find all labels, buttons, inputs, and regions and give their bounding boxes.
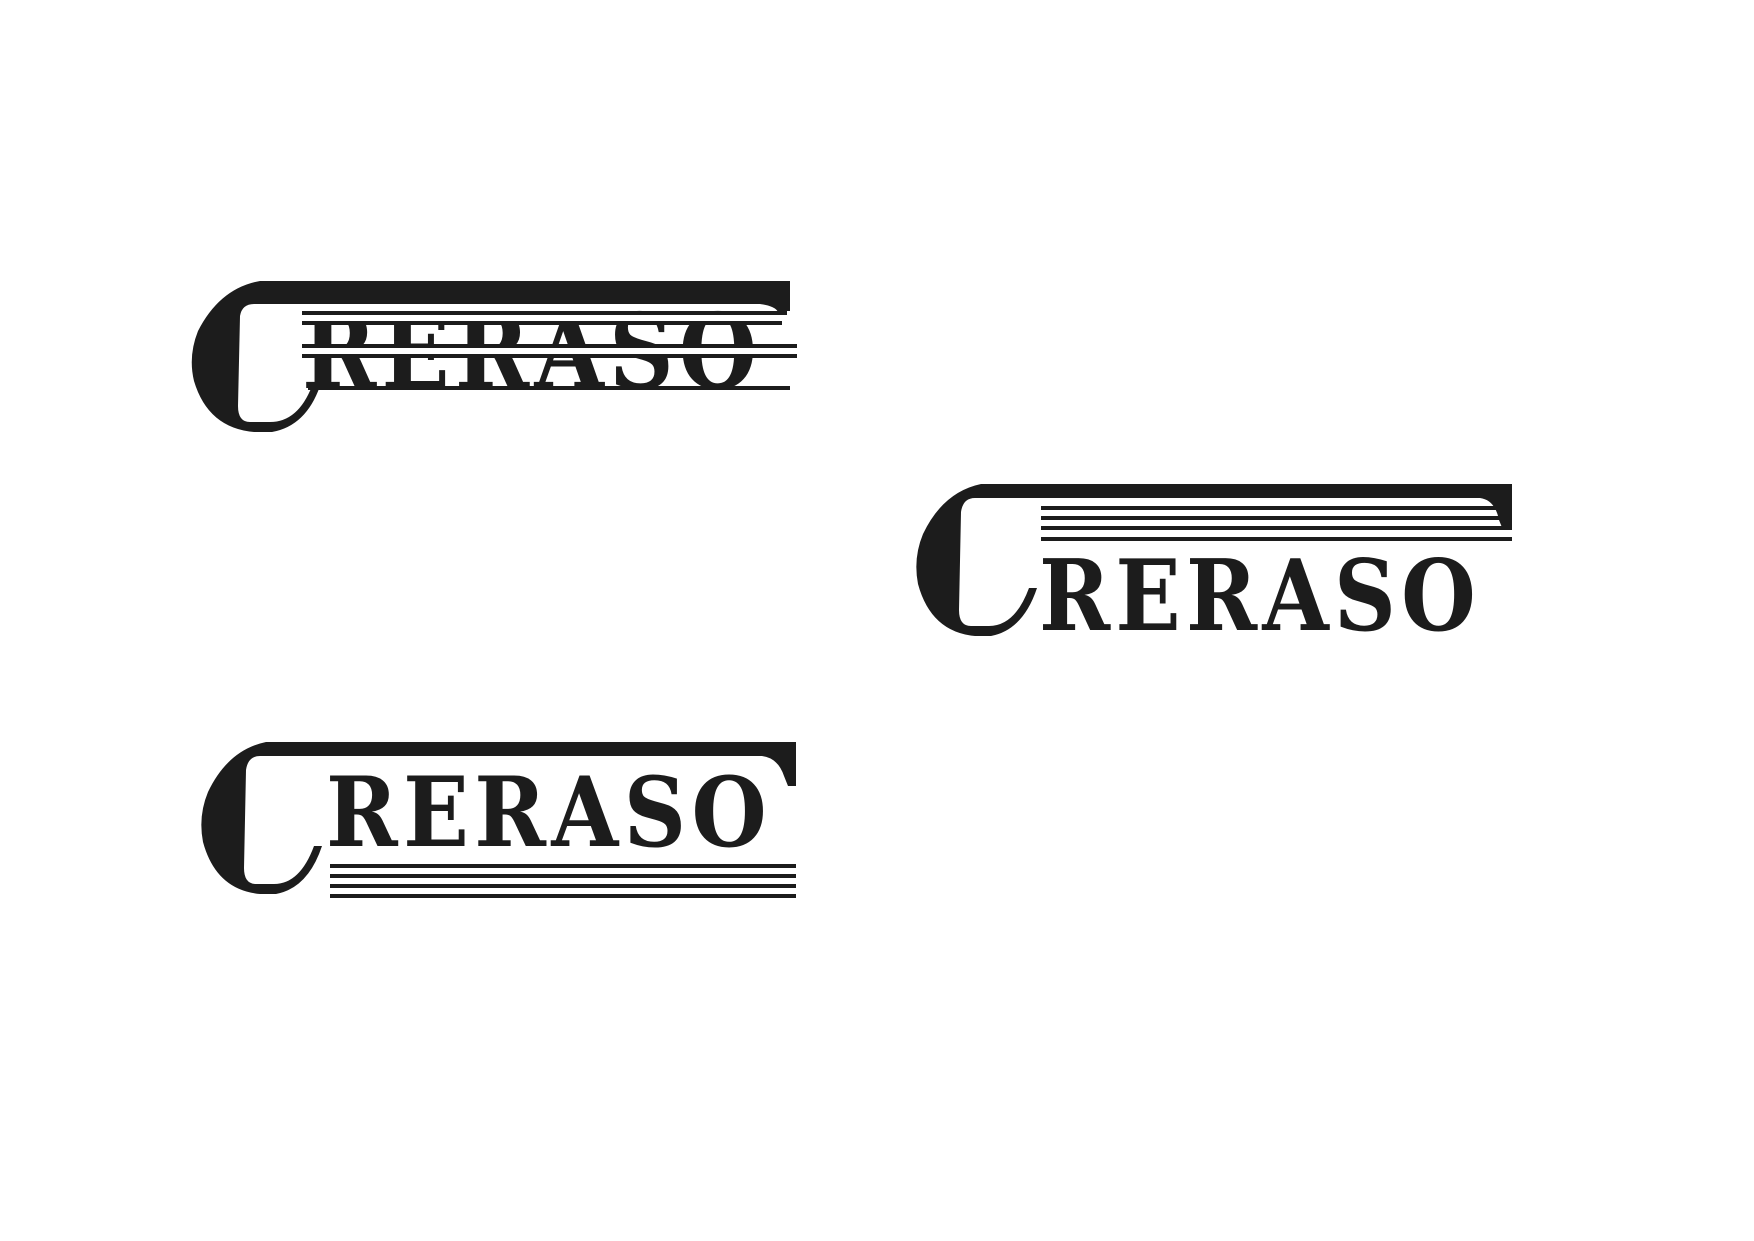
logo-3-line-4 xyxy=(330,894,796,898)
logo-2-line-1 xyxy=(1041,506,1496,510)
logo-1-line-upper-a xyxy=(302,311,787,315)
logo-2-line-4 xyxy=(1041,537,1512,541)
logo-1-line-upper-b xyxy=(302,321,782,325)
logo-2-line-2 xyxy=(1041,516,1501,520)
logo-1-svg: RERASO xyxy=(191,281,797,432)
logo-3-letters: RERASO xyxy=(326,756,772,869)
logo-3-line-3 xyxy=(330,884,796,888)
logo-2-svg: RERASO xyxy=(916,484,1512,654)
logo-1-line-lower-b xyxy=(302,354,797,358)
logo-3-svg: RERASO xyxy=(201,742,797,898)
logo-3-line-1 xyxy=(330,864,796,868)
logo-3-line-2 xyxy=(330,874,796,878)
logo-variant-1: RERASO xyxy=(190,276,800,446)
logo-1-initial-c xyxy=(191,281,790,432)
logo-variant-3: RERASO xyxy=(200,740,800,900)
logo-2-line-3 xyxy=(1041,526,1507,530)
logo-1-line-base xyxy=(308,386,790,390)
logo-variant-2: RERASO xyxy=(915,484,1515,654)
logo-1-line-lower-a xyxy=(302,344,797,348)
logo-2-letters: RERASO xyxy=(1039,539,1481,654)
